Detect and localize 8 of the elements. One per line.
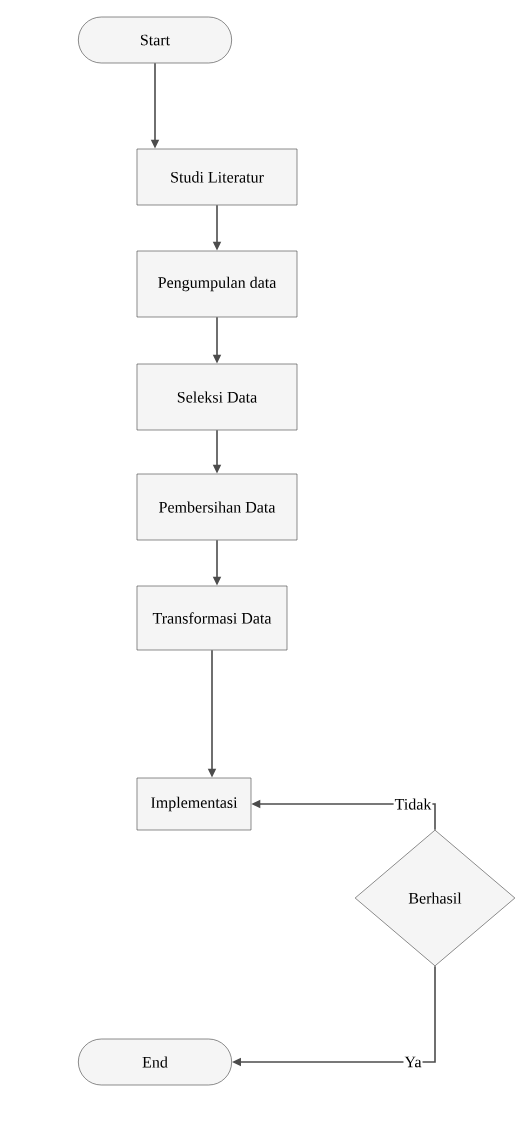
process-box: Seleksi Data <box>136 363 298 431</box>
edge-label: Tidak <box>393 797 433 811</box>
process-box: Studi Literatur <box>136 148 298 206</box>
process-box: Pembersihan Data <box>136 473 298 541</box>
edge-label: Ya <box>403 1055 423 1069</box>
process-box: Transformasi Data <box>136 585 288 651</box>
process-box: Implementasi <box>136 777 252 831</box>
process-box: Pengumpulan data <box>136 250 298 318</box>
